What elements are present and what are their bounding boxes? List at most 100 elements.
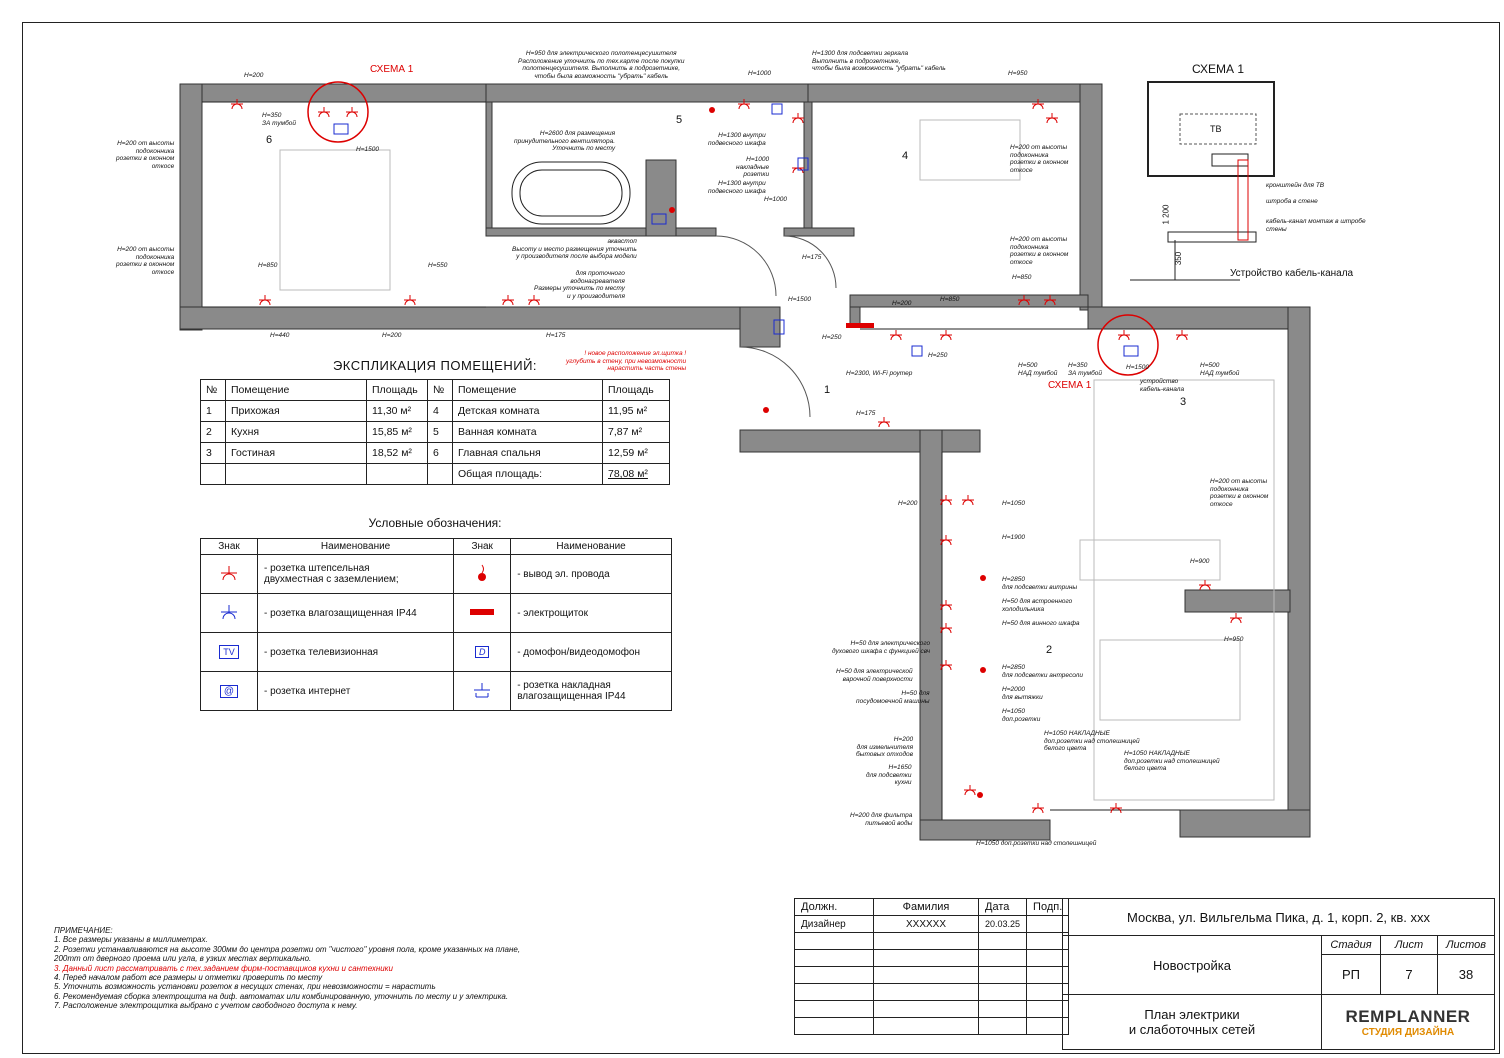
explication-block: ЭКСПЛИКАЦИЯ ПОМЕЩЕНИЙ: № Помещение Площа… — [200, 358, 670, 485]
annotation: H=250 — [928, 352, 948, 359]
annotation: H=1300 для подсветки зеркала Выполнить в… — [812, 50, 946, 72]
room-number-1: 1 — [824, 384, 831, 396]
wall-kids-right — [1079, 83, 1103, 311]
wire-outlet-icon — [478, 564, 487, 581]
annotation: H=1650 для подсветки кухни — [866, 764, 912, 786]
annotation: H=850 — [940, 296, 960, 303]
legend-row: - розетка влагозащищенная IP44 - электро… — [200, 593, 672, 633]
wall-bedroom-top — [179, 83, 489, 103]
note-line: 200mm от дверного проема или угла, в узк… — [54, 954, 312, 964]
detail-caption: Устройство кабель-канала — [1230, 268, 1354, 279]
wall-kitchen-bottom-left — [919, 819, 1051, 841]
annotation: H=500 НАД тумбой — [1018, 362, 1058, 377]
room-number-4: 4 — [902, 150, 909, 162]
wall-living-right — [1287, 306, 1311, 838]
legend-desc: - домофон/видеодомофон — [510, 632, 672, 672]
scheme-detail-title: СХЕМА 1 — [1192, 62, 1245, 76]
annotation: H=1500 — [1126, 364, 1149, 371]
internet-socket-icon: @ — [219, 684, 239, 698]
wall-kids-bottom — [783, 227, 855, 237]
annotation: H=900 — [1190, 558, 1210, 565]
table-row-total: Общая площадь: 78,08 м² — [200, 463, 670, 485]
annotation: H=1050 доп.розетки над столешницей — [976, 840, 1097, 847]
cell: 4 — [427, 400, 453, 422]
col-header: Знак — [453, 538, 512, 555]
annotation: H=200 — [244, 72, 264, 79]
annotation: H=200 от высоты подоконника розетки в ок… — [1010, 236, 1069, 266]
socket-icon — [221, 565, 237, 580]
annotation: H=175 — [546, 332, 566, 339]
annotation: H=2850 для подсветки антресоли — [1002, 664, 1083, 679]
annotation: H=200 для измельчителя бытовых отходов — [856, 736, 914, 758]
annotation: H=200 — [382, 332, 402, 339]
note-line: 3. Данный лист рассматривать с тех.задан… — [54, 963, 393, 973]
note-line: 6. Рекомендуемая сборка электрощита на д… — [54, 991, 509, 1001]
annotation: H=350 ЗА тумбой — [1068, 362, 1102, 377]
annotation: H=200 от высоты подоконника розетки в ок… — [1010, 144, 1069, 174]
signature-table: Должн. Фамилия Дата Подп. Дизайнер XXXXX… — [794, 898, 1070, 1035]
legend-row: @ - розетка интернет - розетка накладная… — [200, 671, 672, 711]
annotation: H=200 от высоты подоконника розетки в ок… — [116, 246, 175, 276]
total-value: 78,08 м² — [602, 463, 670, 485]
cell: 11,95 м² — [602, 400, 670, 422]
legend-desc: - электрощиток — [510, 593, 672, 633]
sheet-value: 7 — [1380, 954, 1438, 995]
annotation: H=550 — [428, 262, 448, 269]
annotation: H=1000 — [748, 70, 771, 77]
cell: Детская комната — [452, 400, 603, 422]
room-number-3: 3 — [1180, 396, 1187, 408]
annotation: устройство кабель-канала — [1140, 378, 1185, 393]
wall-kitchen-bottom-right — [1179, 809, 1311, 838]
legend-block: Условные обозначения: Знак Наименование … — [200, 516, 672, 711]
annotation: H=500 НАД тумбой — [1200, 362, 1240, 377]
room-number-5: 5 — [676, 114, 683, 126]
title-block: Должн. Фамилия Дата Подп. Дизайнер XXXXX… — [794, 898, 1495, 1050]
annotation: H=440 — [270, 332, 290, 339]
annotation: H=1050 — [1002, 500, 1025, 507]
legend-desc: - розетка интернет — [256, 671, 455, 711]
col-header: Фамилия — [873, 898, 979, 916]
col-header: Наименование — [510, 538, 672, 555]
sheet-header: Лист — [1380, 935, 1438, 955]
surface-waterproof-socket-icon — [474, 682, 491, 697]
tv-label: ТВ — [1210, 124, 1222, 134]
annotation: H=850 — [258, 262, 278, 269]
annotation: H=175 — [856, 410, 876, 417]
scheme-label-top: СХЕМА 1 — [370, 64, 414, 75]
legend-desc: - розетка штепсельная двухместная с зазе… — [256, 554, 455, 594]
waterproof-socket-icon — [221, 604, 237, 619]
annotation: H=200 для фильтра питьевой воды — [850, 812, 913, 827]
dim-350: 350 — [1174, 251, 1184, 266]
col-header: Площадь — [366, 379, 428, 401]
designer-role: Дизайнер — [794, 915, 874, 933]
wall-kitchen-top — [739, 429, 981, 453]
note-line: 2. Розетки устанавливаются на высоте 300… — [54, 944, 521, 954]
col-header: Знак — [200, 538, 258, 555]
col-header: Наименование — [256, 538, 455, 555]
wall-partition — [1184, 589, 1291, 613]
annotation-panel-note: ! новое расположение эл.щитка ! углубить… — [566, 350, 687, 372]
sheets-header: Листов — [1437, 935, 1495, 955]
note-line: 7. Расположение электрощитка выбрано с у… — [54, 1001, 358, 1011]
bracket-note: кронштейн для ТВ — [1266, 182, 1325, 189]
logo-subtitle: СТУДИЯ ДИЗАЙНА — [1361, 1026, 1455, 1038]
explication-title: ЭКСПЛИКАЦИЯ ПОМЕЩЕНИЙ: — [332, 358, 538, 373]
legend-title: Условные обозначения: — [368, 516, 502, 530]
col-header: Подп. — [1026, 898, 1070, 916]
cell: 11,30 м² — [366, 400, 428, 422]
annotation: H=950 — [1224, 636, 1244, 643]
annotation: H=1500 — [788, 296, 811, 303]
designer-name: XXXXXX — [873, 915, 979, 933]
cell: Главная спальня — [452, 442, 603, 464]
wall-hall-pillar — [739, 306, 781, 348]
annotation: H=350 ЗА тумбой — [262, 112, 296, 127]
annotation: H=50 для электрического духового шкафа с… — [832, 640, 931, 655]
legend-table: Знак Наименование Знак Наименование - ро… — [200, 538, 672, 711]
col-header: Помещение — [225, 379, 367, 401]
annotation: H=1500 — [356, 146, 379, 153]
annotation: H=1900 — [1002, 534, 1025, 541]
